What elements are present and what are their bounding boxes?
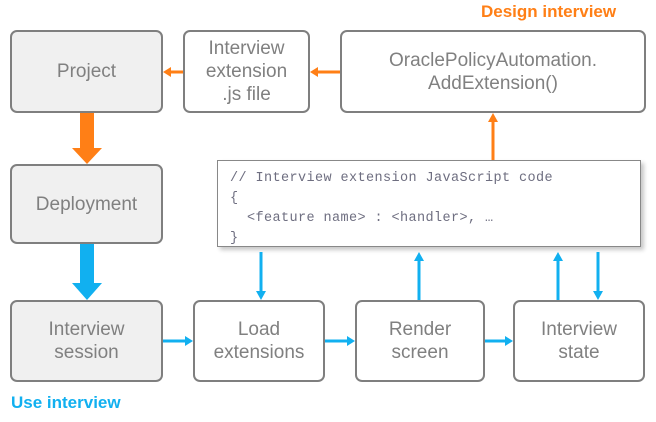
node-interview-session[interactable]: Interview session <box>10 300 163 382</box>
node-add-extension-label: OraclePolicyAutomation. AddExtension() <box>388 49 598 94</box>
node-interview-state[interactable]: Interview state <box>513 300 645 382</box>
node-add-extension[interactable]: OraclePolicyAutomation. AddExtension() <box>340 30 646 113</box>
arrow-render-screen-to-code <box>409 252 429 300</box>
node-render-screen[interactable]: Render screen <box>355 300 485 382</box>
code-line-2: { <box>230 191 239 206</box>
node-interview-session-label: Interview session <box>48 319 125 363</box>
arrow-add-extension-to-extension-file <box>310 62 340 82</box>
arrow-load-extensions-to-render-screen <box>325 331 355 351</box>
arrow-project-to-deployment <box>72 113 102 164</box>
caption-use-interview: Use interview <box>11 393 121 412</box>
arrow-interview-session-to-load-extensions <box>163 331 193 351</box>
arrow-deployment-to-interview-session <box>72 244 102 300</box>
arrow-code-to-add-extension <box>483 113 503 160</box>
node-deployment-label: Deployment <box>35 193 138 215</box>
code-line-1: // Interview extension JavaScript code <box>230 171 554 186</box>
code-line-4: } <box>230 231 239 246</box>
node-interview-state-label: Interview state <box>540 319 618 363</box>
code-line-3: <feature name> : <handler>, … <box>230 211 494 226</box>
caption-design-interview: Design interview <box>481 2 617 21</box>
node-load-extensions-label: Load extensions <box>213 319 305 363</box>
arrow-code-to-load-extensions <box>251 252 271 300</box>
node-load-extensions[interactable]: Load extensions <box>193 300 325 382</box>
node-render-screen-label: Render screen <box>388 319 452 363</box>
node-project-label: Project <box>56 61 117 82</box>
node-project[interactable]: Project <box>10 30 163 113</box>
arrow-interview-state-to-code <box>548 252 568 300</box>
arrow-code-to-interview-state <box>588 252 608 300</box>
code-snippet-box: // Interview extension JavaScript code {… <box>217 160 641 247</box>
node-interview-extension-file-label: Interview extension .js file <box>205 38 288 105</box>
arrow-extension-file-to-project <box>163 62 183 82</box>
node-deployment[interactable]: Deployment <box>10 164 163 244</box>
node-interview-extension-file[interactable]: Interview extension .js file <box>183 30 310 113</box>
arrow-render-screen-to-interview-state <box>485 331 513 351</box>
